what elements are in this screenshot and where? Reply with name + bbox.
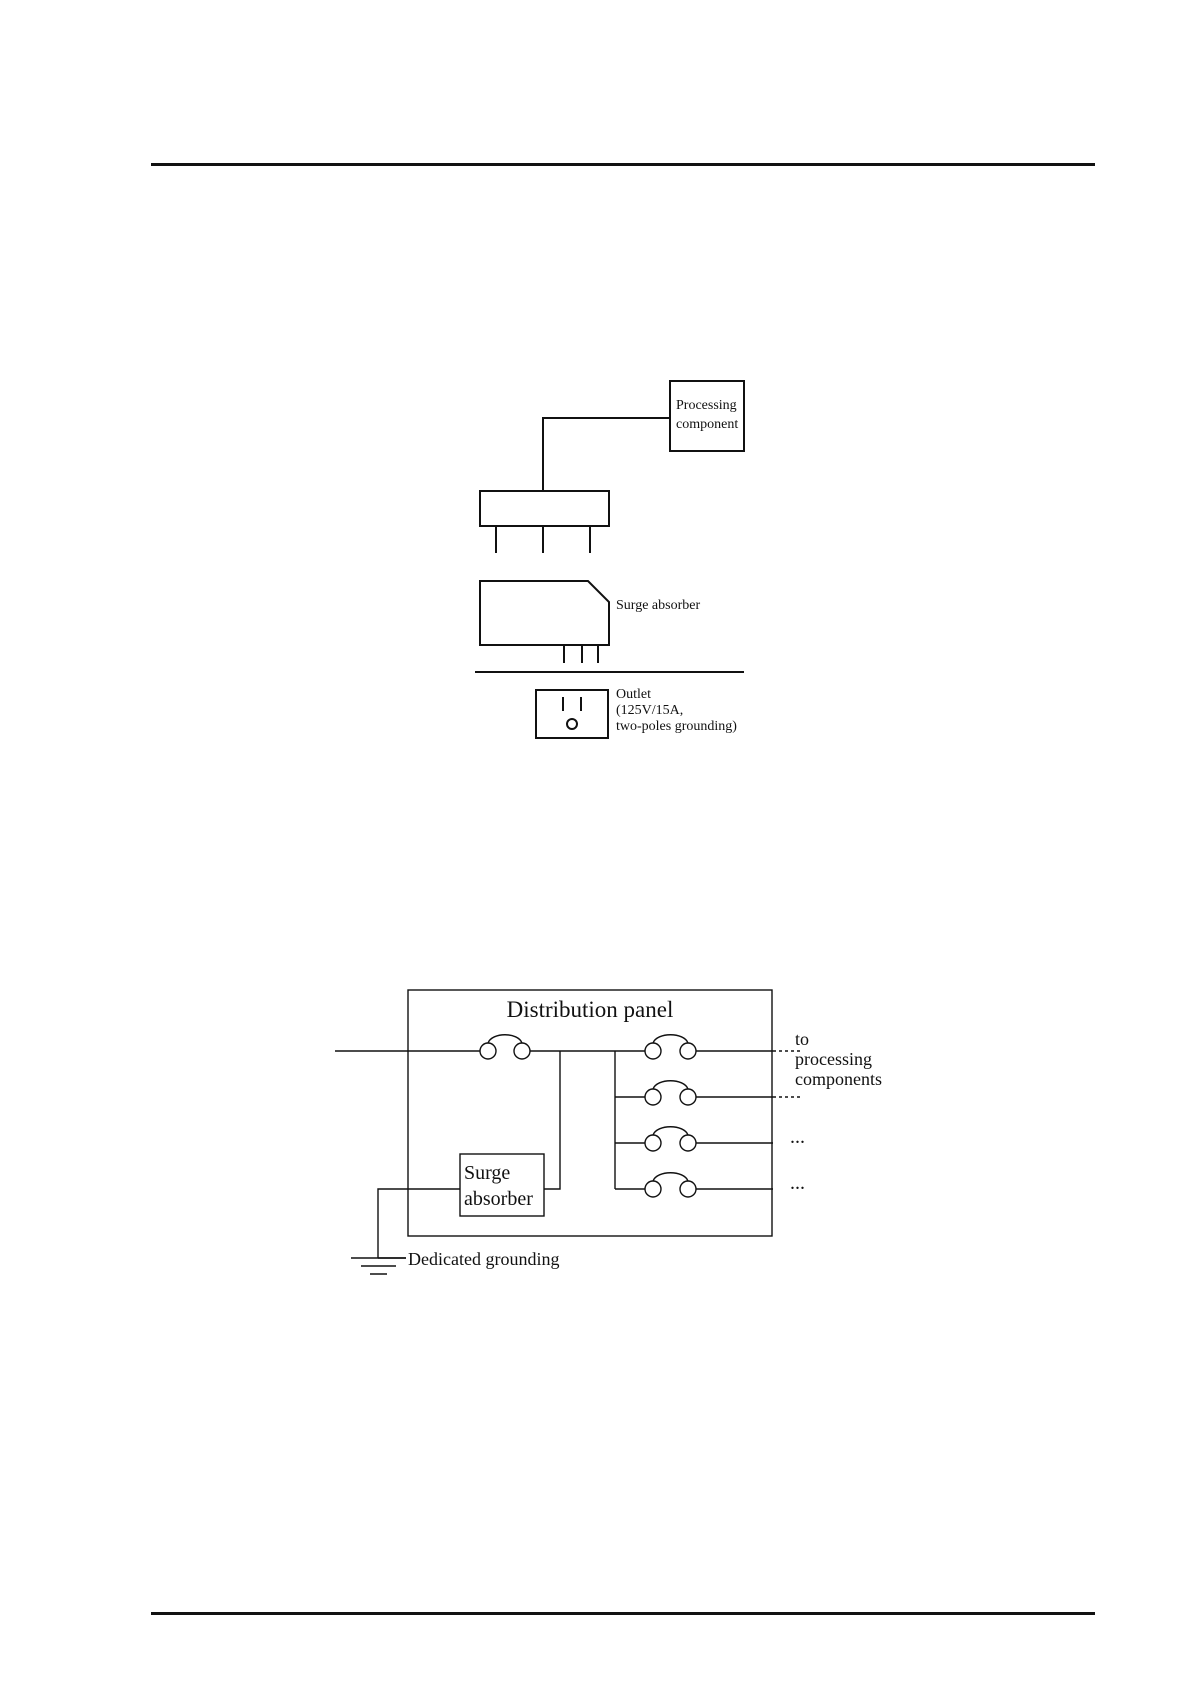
outlet-label-3: two-poles grounding) xyxy=(616,719,737,734)
main-breaker xyxy=(480,1035,530,1059)
figure-distribution-panel xyxy=(335,990,803,1274)
outlet-label-1: Outlet xyxy=(616,687,651,702)
outlet-label-2: (125V/15A, xyxy=(616,703,683,718)
surge-absorber-label-2: absorber xyxy=(464,1188,533,1210)
figure-outlet-connection xyxy=(475,381,744,738)
dedicated-grounding-label: Dedicated grounding xyxy=(408,1249,559,1269)
figure1-labels: Processing component Surge absorber Outl… xyxy=(616,398,738,734)
surge-absorber-label: Surge absorber xyxy=(616,598,700,613)
power-cable xyxy=(543,418,670,491)
to-processing-label-3: components xyxy=(795,1069,882,1089)
ground-line xyxy=(378,1189,460,1258)
surge-absorber-box xyxy=(480,581,609,645)
surge-feed-line xyxy=(544,1051,560,1189)
to-processing-label-1: to xyxy=(795,1029,809,1049)
outlet-box xyxy=(536,690,608,738)
processing-component-label-2: component xyxy=(676,417,738,432)
distribution-panel-box xyxy=(408,990,772,1236)
branch-breaker-3 xyxy=(645,1127,696,1151)
branch-3-ellipsis: ... xyxy=(790,1126,805,1148)
to-processing-label-2: processing xyxy=(795,1049,872,1069)
branch-breaker-1 xyxy=(645,1035,696,1059)
surge-absorber-label-1: Surge xyxy=(464,1162,510,1184)
processing-component-box xyxy=(670,381,744,451)
branch-breaker-4 xyxy=(645,1173,696,1197)
power-plug xyxy=(480,491,609,526)
branch-breaker-2 xyxy=(645,1081,696,1105)
outlet-ground-hole xyxy=(567,719,577,729)
figure2-labels: Distribution panel Surge absorber to pro… xyxy=(408,997,882,1269)
processing-component-label-1: Processing xyxy=(676,398,737,413)
branch-4-ellipsis: ... xyxy=(790,1172,805,1194)
distribution-panel-title: Distribution panel xyxy=(507,997,674,1022)
